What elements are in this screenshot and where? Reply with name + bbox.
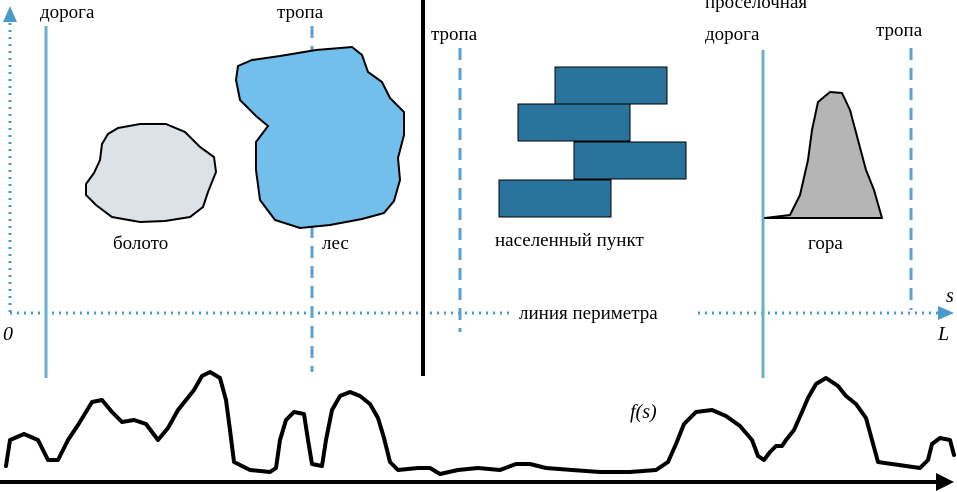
forest-shape (234, 45, 405, 230)
function-label: f(s) (630, 401, 657, 423)
settlement-block-3 (573, 141, 687, 180)
road-label: дорога (40, 2, 95, 23)
settlement-block-4 (498, 179, 612, 218)
dirt-road-label-line2: дорога (705, 24, 760, 45)
bottom-axis-arrow (936, 473, 954, 491)
trail-label-1: тропа (277, 2, 324, 23)
mountain-shape (764, 91, 883, 219)
swamp-shape (85, 123, 218, 224)
settlement-block-1 (554, 66, 668, 105)
function-curve (4, 370, 956, 476)
perimeter-axis-arrow (938, 306, 954, 320)
dirt-road-label-line1: проселочная (705, 0, 807, 13)
axis-L-label: L (937, 323, 949, 345)
forest-label: лес (322, 233, 349, 254)
swamp-label: болото (113, 233, 168, 254)
origin-label: 0 (3, 323, 13, 345)
settlement-block-2 (517, 103, 631, 142)
trail-label-3: тропа (876, 20, 923, 41)
vertical-axis-arrow (3, 6, 17, 22)
axis-s-label: s (946, 285, 954, 307)
settlement-label: населенный пункт (495, 230, 644, 251)
mountain-label: гора (808, 233, 843, 254)
perimeter-line-label: линия периметра (519, 303, 658, 324)
trail-label-2: тропа (431, 24, 478, 45)
